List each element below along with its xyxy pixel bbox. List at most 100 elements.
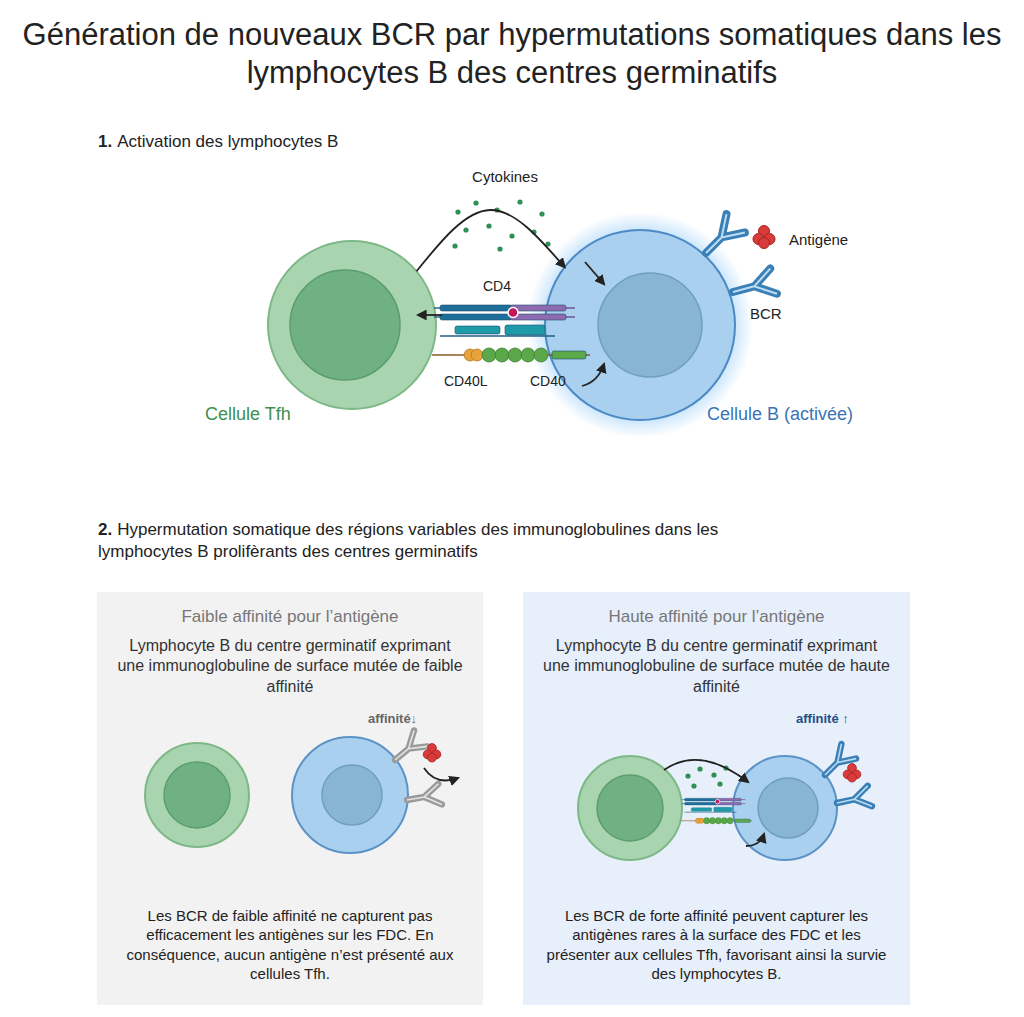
cytokine-dot bbox=[697, 766, 702, 771]
cd40-domain bbox=[482, 348, 496, 362]
section-number: 2. bbox=[98, 520, 112, 539]
panel-background bbox=[97, 592, 483, 1005]
b-cell bbox=[292, 737, 408, 853]
cell-label: Cellule Tfh bbox=[205, 403, 291, 426]
affinity-panel: Haute affinité pour l’antigèneLymphocyte… bbox=[523, 592, 910, 1005]
cell-label: Cellule B (activée) bbox=[707, 403, 853, 426]
cd40-domain bbox=[727, 818, 733, 824]
panel-description: Lymphocyte B du centre germinatif exprim… bbox=[115, 636, 465, 697]
panel-background bbox=[523, 592, 910, 1005]
cell-node: Cellule B (activée) bbox=[530, 215, 750, 435]
signal-arrow bbox=[746, 834, 764, 846]
cd40-domain bbox=[709, 818, 715, 824]
section-number: 1. bbox=[98, 132, 112, 151]
cell-nucleus bbox=[290, 270, 400, 380]
cytokine-dot bbox=[711, 772, 716, 777]
affinity-label: affinité ↑ bbox=[796, 711, 849, 726]
cell-membrane bbox=[578, 756, 682, 860]
node-shape bbox=[268, 241, 436, 409]
cell-membrane bbox=[292, 737, 408, 853]
b-cell bbox=[733, 756, 837, 860]
section-heading: 2.Hypermutation somatique des régions va… bbox=[98, 519, 788, 563]
cell-membrane bbox=[268, 241, 436, 409]
cd40-tail bbox=[552, 351, 586, 359]
tcr-chain bbox=[440, 314, 512, 320]
antigen-subunit bbox=[428, 753, 437, 762]
cd40-domain bbox=[508, 348, 522, 362]
affinity-panel: Faible affinité pour l’antigèneLymphocyt… bbox=[97, 592, 483, 1005]
cd40l-domain bbox=[699, 818, 704, 823]
tfh-cell bbox=[145, 743, 249, 847]
tcr-chain bbox=[440, 305, 512, 311]
peptide bbox=[508, 308, 518, 318]
cell-nucleus bbox=[164, 762, 230, 828]
peptide bbox=[715, 799, 720, 804]
signal-arrow bbox=[418, 314, 442, 316]
panel-note: Les BCR de forte affinité peuvent captur… bbox=[541, 906, 892, 983]
cd40-domain bbox=[721, 818, 727, 824]
cd40-domain bbox=[715, 818, 721, 824]
cd40-domain bbox=[495, 348, 509, 362]
tfh-cell bbox=[578, 756, 682, 860]
cytokine-dot bbox=[497, 246, 502, 251]
panel-note: Les BCR de faible affinité ne capturent … bbox=[115, 906, 465, 983]
cd4-anchor bbox=[440, 335, 555, 336]
antigen bbox=[753, 226, 775, 249]
cell-membrane bbox=[733, 756, 837, 860]
cytokine-dot bbox=[717, 781, 722, 786]
mhc-chain bbox=[716, 798, 741, 801]
cytokine-dot bbox=[517, 199, 522, 204]
panel-heading: Faible affinité pour l’antigène bbox=[115, 606, 465, 628]
receptor-label: BCR bbox=[750, 305, 782, 322]
cd4-domain bbox=[455, 326, 500, 334]
antigen-label: Antigène bbox=[789, 231, 848, 248]
cytokine-dot bbox=[473, 200, 478, 205]
edge-label: Cytokines bbox=[470, 168, 540, 185]
tcr-chain bbox=[685, 798, 717, 801]
cytokine-dot bbox=[685, 773, 690, 778]
cytokine-dot bbox=[486, 223, 491, 228]
cell-node: Cellule Tfh bbox=[268, 241, 436, 409]
molecule-label: CD40L bbox=[444, 373, 488, 389]
cytokine-dot bbox=[539, 211, 544, 216]
antigen-subunit bbox=[848, 773, 857, 782]
cell-nucleus bbox=[758, 778, 818, 838]
affinity-label: affinité↓ bbox=[368, 711, 417, 726]
diagram-title: Génération de nouveaux BCR par hypermuta… bbox=[10, 16, 1014, 92]
cytokine-dot bbox=[509, 233, 514, 238]
cell-nucleus bbox=[322, 765, 382, 825]
molecule-label: CD4 bbox=[483, 278, 511, 294]
cd4-domain bbox=[691, 808, 711, 812]
mhc-chain bbox=[510, 314, 566, 320]
cd40-domain bbox=[704, 818, 710, 824]
cd40-tail bbox=[735, 819, 750, 823]
tcr-chain bbox=[685, 802, 717, 805]
cytokine-dot bbox=[455, 209, 460, 214]
cd40-domain bbox=[534, 348, 548, 362]
cd40l-domain bbox=[471, 349, 483, 361]
panel-description: Lymphocyte B du centre germinatif exprim… bbox=[541, 636, 892, 697]
antigen-subunit bbox=[759, 238, 770, 249]
cytokine-dot bbox=[691, 783, 696, 788]
panel-heading: Haute affinité pour l’antigène bbox=[541, 606, 892, 628]
cell-nucleus bbox=[597, 775, 663, 841]
section-heading: 1. Activation des lymphocytes B bbox=[98, 131, 918, 153]
cell-nucleus bbox=[598, 273, 702, 377]
cytokine-dot bbox=[463, 227, 468, 232]
mhc-chain bbox=[716, 802, 741, 805]
cd4-domain bbox=[714, 807, 732, 812]
cytokine-dot bbox=[452, 243, 457, 248]
node-shape bbox=[530, 215, 750, 435]
molecule-label: CD40 bbox=[530, 373, 566, 389]
cd40-domain bbox=[521, 348, 535, 362]
cd4-domain bbox=[505, 325, 545, 335]
connector bbox=[417, 210, 565, 271]
cell-membrane bbox=[545, 230, 735, 420]
section-title: Activation des lymphocytes B bbox=[117, 132, 338, 151]
mhc-chain bbox=[510, 305, 566, 311]
section-title: Hypermutation somatique des régions vari… bbox=[98, 520, 718, 561]
cell-membrane bbox=[145, 743, 249, 847]
